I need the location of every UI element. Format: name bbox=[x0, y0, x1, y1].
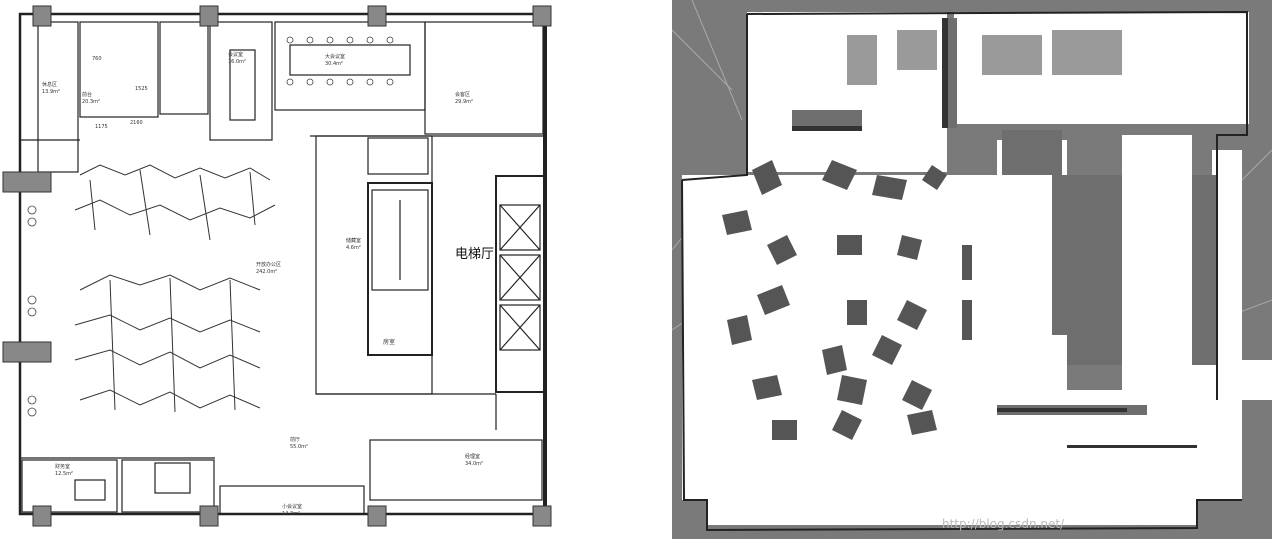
room-6-name: 开放办公区 bbox=[256, 261, 281, 268]
room-8-name: 前厅 bbox=[290, 436, 300, 443]
room-7-area: 4.6m² bbox=[346, 245, 361, 251]
room-9-name: 财务室 bbox=[55, 463, 70, 470]
room-10-name: 小会议室 bbox=[282, 503, 302, 510]
room-11-name: 经理室 bbox=[465, 453, 480, 460]
room-4-area: 13.9m² bbox=[42, 89, 60, 95]
occupancy-map-drawing: http://blog.csdn.net/ bbox=[671, 0, 1272, 532]
room-label: 房室 bbox=[383, 338, 395, 346]
room-2-area: 30.4m² bbox=[325, 61, 343, 67]
room-6-area: 242.0m² bbox=[256, 269, 277, 275]
room-5-name: 前台 bbox=[82, 91, 92, 98]
room-2-name: 大会议室 bbox=[325, 53, 345, 60]
floor-plan-panel: 电梯厅 房室 会议室 16.0m² 大会议室 30.4m² 会客区 29.9m²… bbox=[0, 0, 575, 539]
dimension-1: 1525 bbox=[135, 86, 148, 92]
room-1-area: 16.0m² bbox=[228, 59, 246, 65]
dimension-3: 2160 bbox=[130, 120, 143, 126]
room-11-area: 34.0m² bbox=[465, 461, 483, 467]
room-10-area: 14.3m² bbox=[282, 511, 300, 517]
watermark-text: http://blog.csdn.net/ bbox=[942, 517, 1065, 531]
room-5-area: 20.3m² bbox=[82, 99, 100, 105]
dimension-2: 1175 bbox=[95, 124, 108, 130]
floor-plan-drawing: 电梯厅 房室 会议室 16.0m² 大会议室 30.4m² 会客区 29.9m²… bbox=[2, 5, 552, 527]
dimension-4: 760 bbox=[92, 56, 102, 62]
room-3-name: 会客区 bbox=[455, 91, 470, 98]
room-4-name: 休息区 bbox=[42, 81, 57, 88]
room-8-area: 55.0m² bbox=[290, 444, 308, 450]
room-7-name: 储藏室 bbox=[346, 237, 361, 244]
room-1-name: 会议室 bbox=[228, 51, 243, 58]
room-9-area: 12.5m² bbox=[55, 471, 73, 477]
elevator-hall-label: 电梯厅 bbox=[455, 247, 494, 262]
room-3-area: 29.9m² bbox=[455, 99, 473, 105]
occupancy-map-panel: http://blog.csdn.net/ bbox=[671, 0, 1272, 539]
